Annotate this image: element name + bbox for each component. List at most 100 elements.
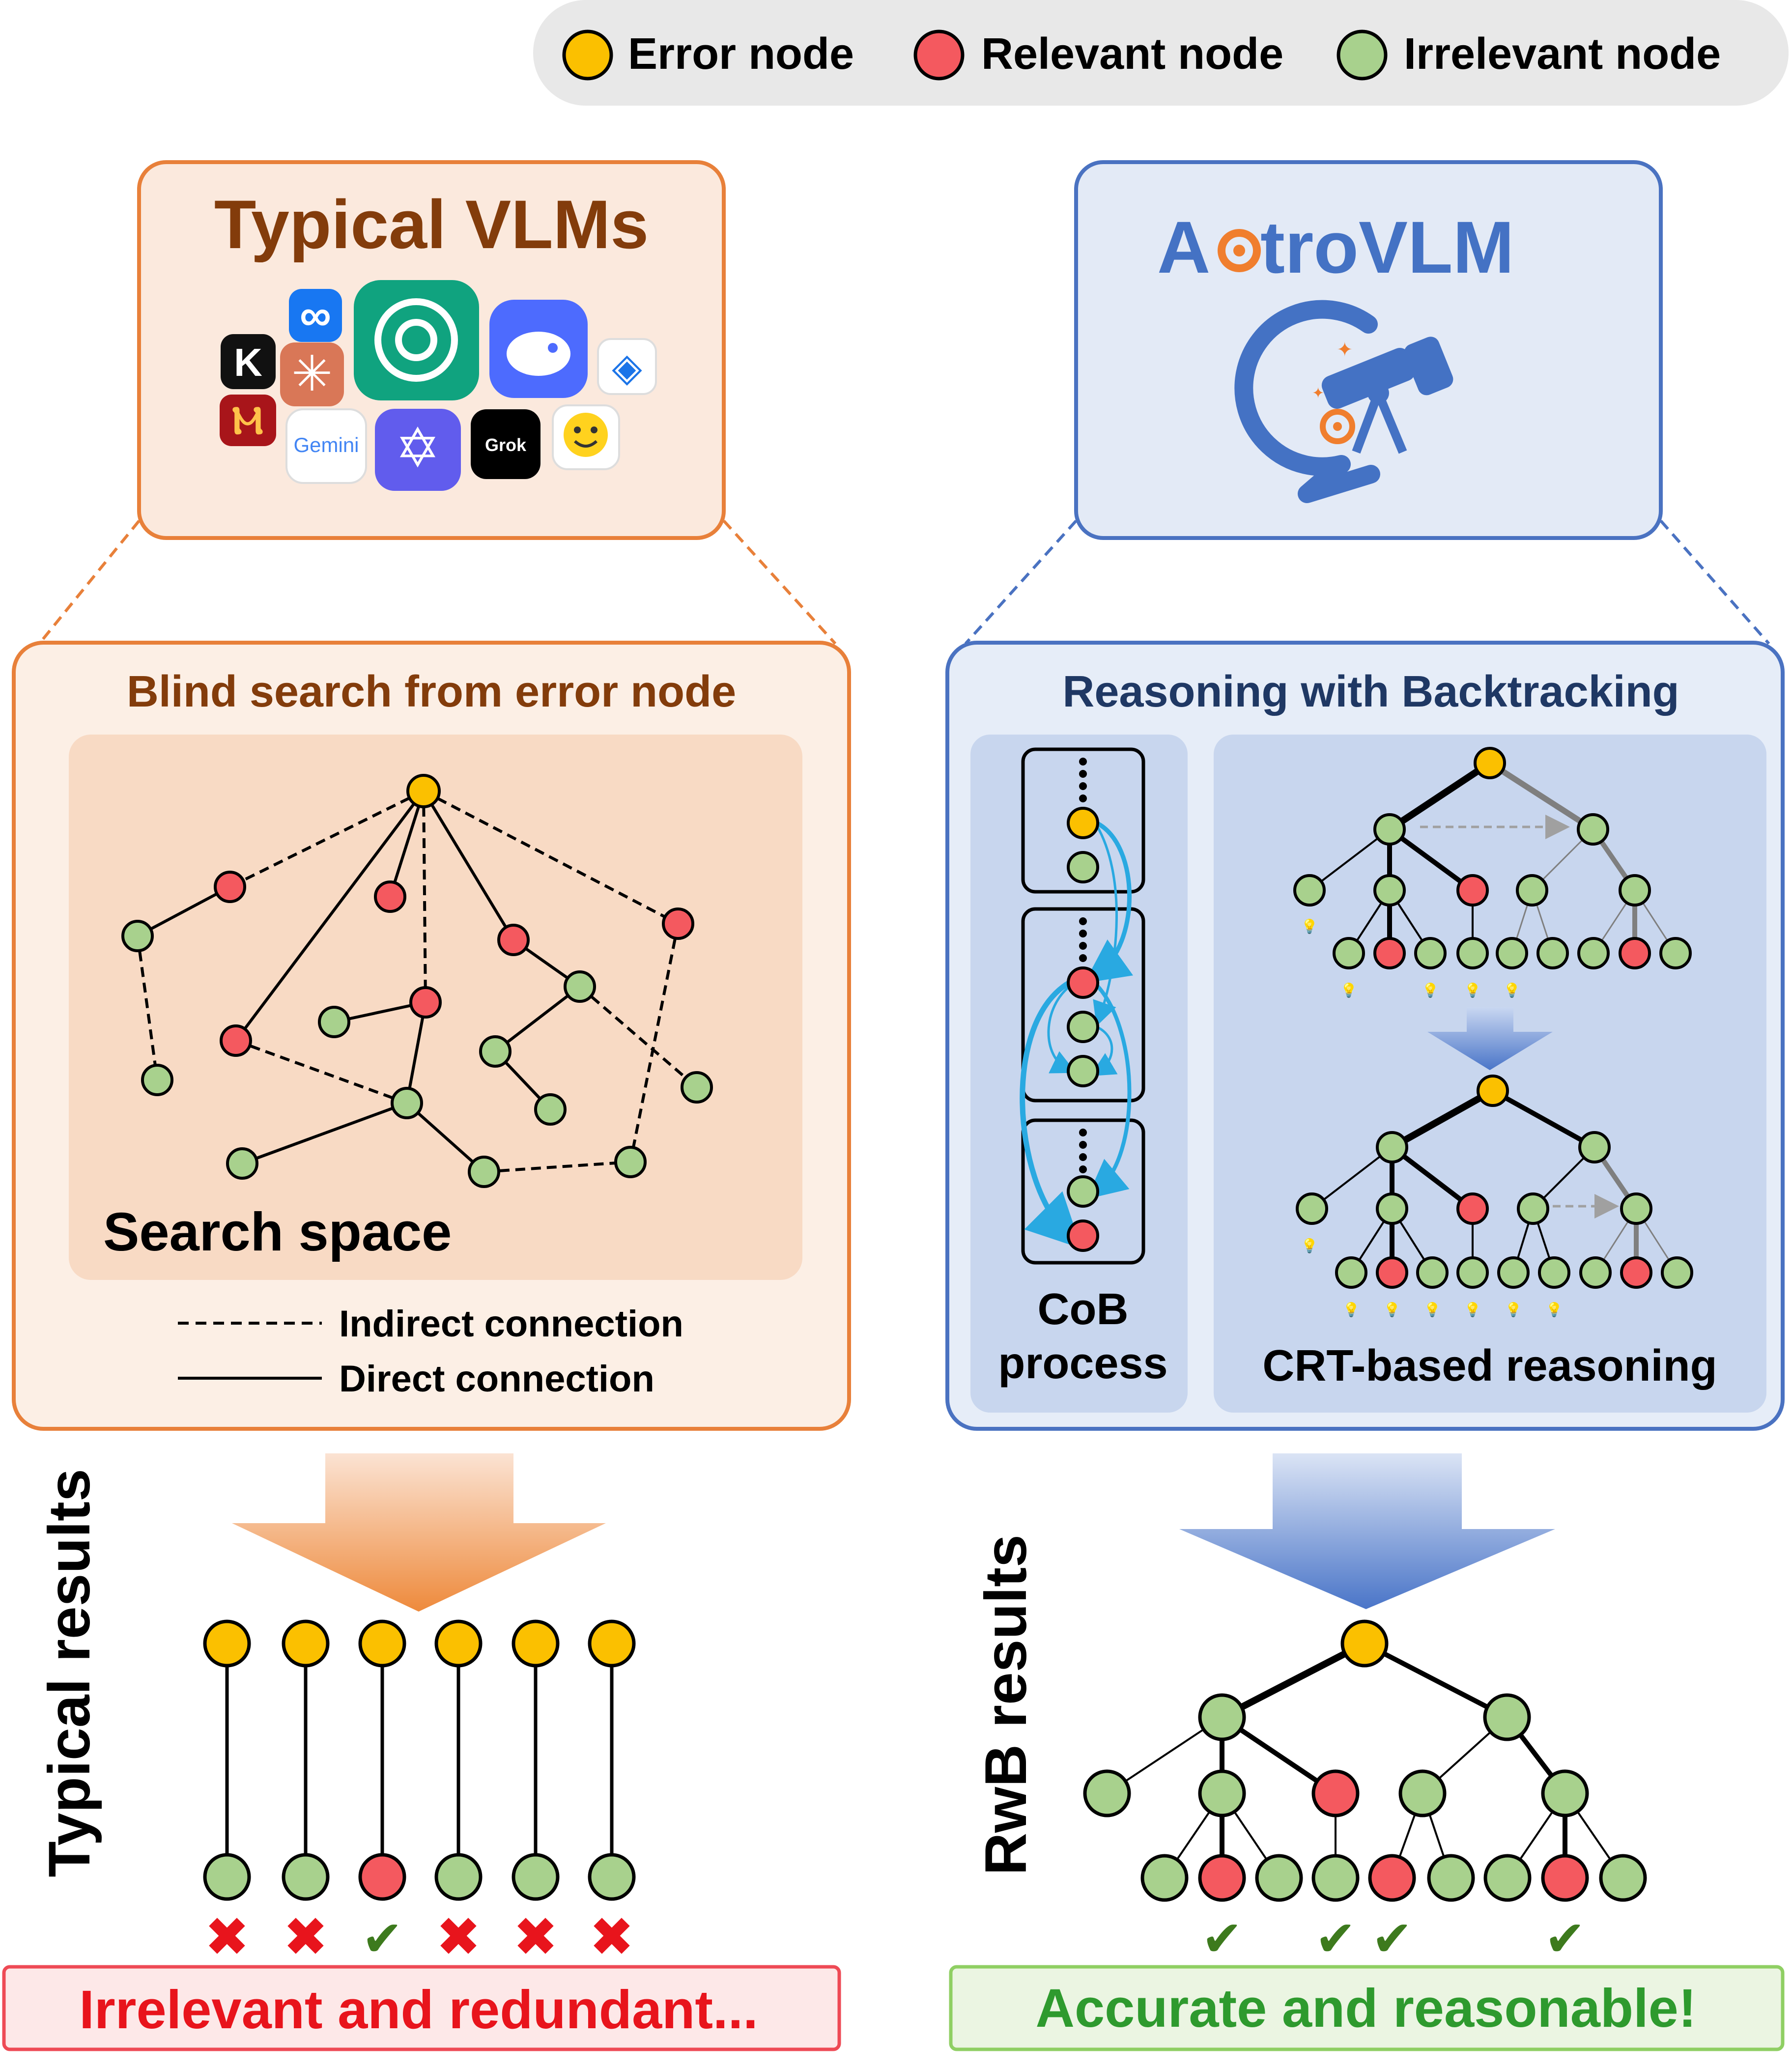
rwb-result-marks: ✔ ✔ ✔ ✔ (1201, 1911, 1586, 1966)
rwb-panel: Reasoning with Backtracking (945, 641, 1785, 1431)
graph-node (479, 1035, 512, 1068)
direct-edges (137, 790, 581, 1173)
kimi-icon: K (221, 334, 276, 389)
crt-label: CRT-based reasoning (1262, 1341, 1717, 1390)
rwb-results: RwB results (949, 1534, 1785, 2051)
graph-node (226, 1147, 258, 1180)
direct-connection-label: Direct connection (339, 1358, 654, 1400)
telescope-logo-icon: ✦ ✦ (1234, 300, 1453, 503)
claude-icon: ✳ (280, 342, 344, 406)
result-marks: ✖ ✖ ✔ ✖ ✖ ✖ (204, 1907, 634, 1967)
legend-relevant-label: Relevant node (981, 29, 1283, 79)
svg-text:✦: ✦ (1337, 339, 1353, 361)
graph-node (468, 1156, 500, 1188)
correct-mark-icon: ✔ (1371, 1911, 1413, 1966)
svg-text:◈: ◈ (612, 345, 642, 389)
bulb-icons: 💡 💡 💡 💡 💡 (1301, 918, 1521, 998)
wrong-mark-icon: ✖ (589, 1907, 634, 1967)
gemini-icon: Gemini (285, 408, 367, 484)
svg-text:✡: ✡ (395, 418, 440, 479)
legend-background (533, 0, 1789, 106)
huggingface-icon (552, 404, 620, 470)
rwb-verdict: Accurate and reasonable! (1036, 1978, 1697, 2039)
graph-node (391, 1087, 423, 1119)
cob-label-line1: CoB (1038, 1285, 1129, 1334)
crt-tree-2: 💡 💡 💡 💡 💡 💡 💡 (1296, 1075, 1693, 1318)
svg-text:💡: 💡 (1422, 982, 1439, 998)
typical-verdict: Irrelevant and redundant... (79, 1980, 758, 2040)
svg-text:💡: 💡 (1464, 982, 1481, 998)
astrovlm-title: A troVLM (1157, 206, 1514, 288)
graph-node (374, 880, 406, 913)
search-graph-nodes (121, 774, 713, 1188)
rwb-results-arrow (1179, 1453, 1555, 1609)
rwb-verdict-box (949, 1965, 1785, 2051)
wrong-mark-icon: ✖ (204, 1907, 250, 1967)
svg-text:💡: 💡 (1301, 1238, 1318, 1254)
cob-backtrack-arrows (1020, 821, 1134, 1249)
graph-node (214, 871, 246, 903)
graph-node (564, 970, 596, 1003)
wrong-mark-icon: ✖ (513, 1907, 558, 1967)
chatgpt-icon (354, 280, 479, 400)
blue-app-icon: ◈ (597, 338, 657, 395)
cob-label-line2: process (998, 1339, 1167, 1388)
red-app-icon: Ⲙ (220, 395, 276, 446)
crt-tree-1: 💡 💡 💡 💡 💡 (1293, 747, 1692, 998)
meta-icon: ∞ (289, 289, 342, 342)
graph-node (497, 924, 530, 956)
crt-step-arrow (1427, 1007, 1553, 1070)
svg-text:∞: ∞ (300, 291, 331, 340)
rwb-tree-edges (1106, 1640, 1624, 1879)
svg-text:Ⲙ: Ⲙ (232, 398, 263, 442)
graph-node (681, 1071, 713, 1104)
search-space-label: Search space (103, 1202, 452, 1262)
svg-text:💡: 💡 (1343, 1302, 1360, 1318)
astrovlm-title-suffix: troVLM (1260, 206, 1514, 288)
svg-text:💡: 💡 (1424, 1302, 1441, 1318)
rwb-panel-title: Reasoning with Backtracking (1062, 667, 1679, 716)
graph-node (409, 986, 442, 1019)
typical-vlms-title: Typical VLMs (214, 186, 649, 263)
astrovlm-card: A troVLM ✦ ✦ (964, 160, 1770, 645)
svg-text:💡: 💡 (1340, 982, 1358, 998)
graph-node (614, 1146, 647, 1178)
legend-irrelevant-label: Irrelevant node (1404, 29, 1721, 79)
blind-search-panel: Blind search from error node Search spac… (12, 641, 851, 1431)
galaxy-icon (1218, 229, 1261, 272)
model-icons: K ∞ ✳ ◈ (220, 280, 657, 491)
typical-verdict-box (2, 1965, 841, 2051)
svg-text:Grok: Grok (485, 435, 527, 455)
result-chains (225, 1644, 614, 1877)
grok-icon: Grok (471, 409, 540, 479)
correct-mark-icon: ✔ (1544, 1911, 1586, 1966)
correct-mark-icon: ✔ (362, 1911, 403, 1966)
astrovlm-title-prefix: A (1157, 206, 1210, 288)
legend: Error node Relevant node Irrelevant node (533, 0, 1789, 106)
cob-nodes (1067, 807, 1099, 1252)
legend-irrelevant-swatch (1337, 29, 1388, 81)
cob-frames (1021, 747, 1145, 1265)
graph-node (121, 920, 154, 952)
blind-search-title: Blind search from error node (127, 667, 736, 716)
indirect-connection-label: Indirect connection (339, 1303, 683, 1345)
svg-text:💡: 💡 (1301, 918, 1318, 935)
typical-results-label: Typical results (36, 1469, 102, 1877)
zoom-line-right (1659, 520, 1770, 645)
svg-text:💡: 💡 (1505, 1302, 1522, 1318)
cob-ellipsis (1079, 758, 1087, 1173)
indirect-edges (136, 790, 698, 1173)
graph-node-error (406, 774, 441, 808)
svg-text:Gemini: Gemini (293, 433, 359, 456)
typical-results: Typical results ✖ ✖ ✔ ✖ (2, 1469, 841, 2051)
correct-mark-icon: ✔ (1201, 1911, 1243, 1966)
graph-node (662, 907, 694, 940)
typical-results-arrow (232, 1453, 606, 1612)
rwb-tree-nodes (1083, 1619, 1647, 1902)
zoom-line-right (722, 519, 837, 645)
svg-text:✳: ✳ (291, 346, 333, 401)
deepseek-icon (489, 300, 588, 398)
crt-box (1214, 735, 1766, 1413)
graph-node (141, 1064, 173, 1096)
